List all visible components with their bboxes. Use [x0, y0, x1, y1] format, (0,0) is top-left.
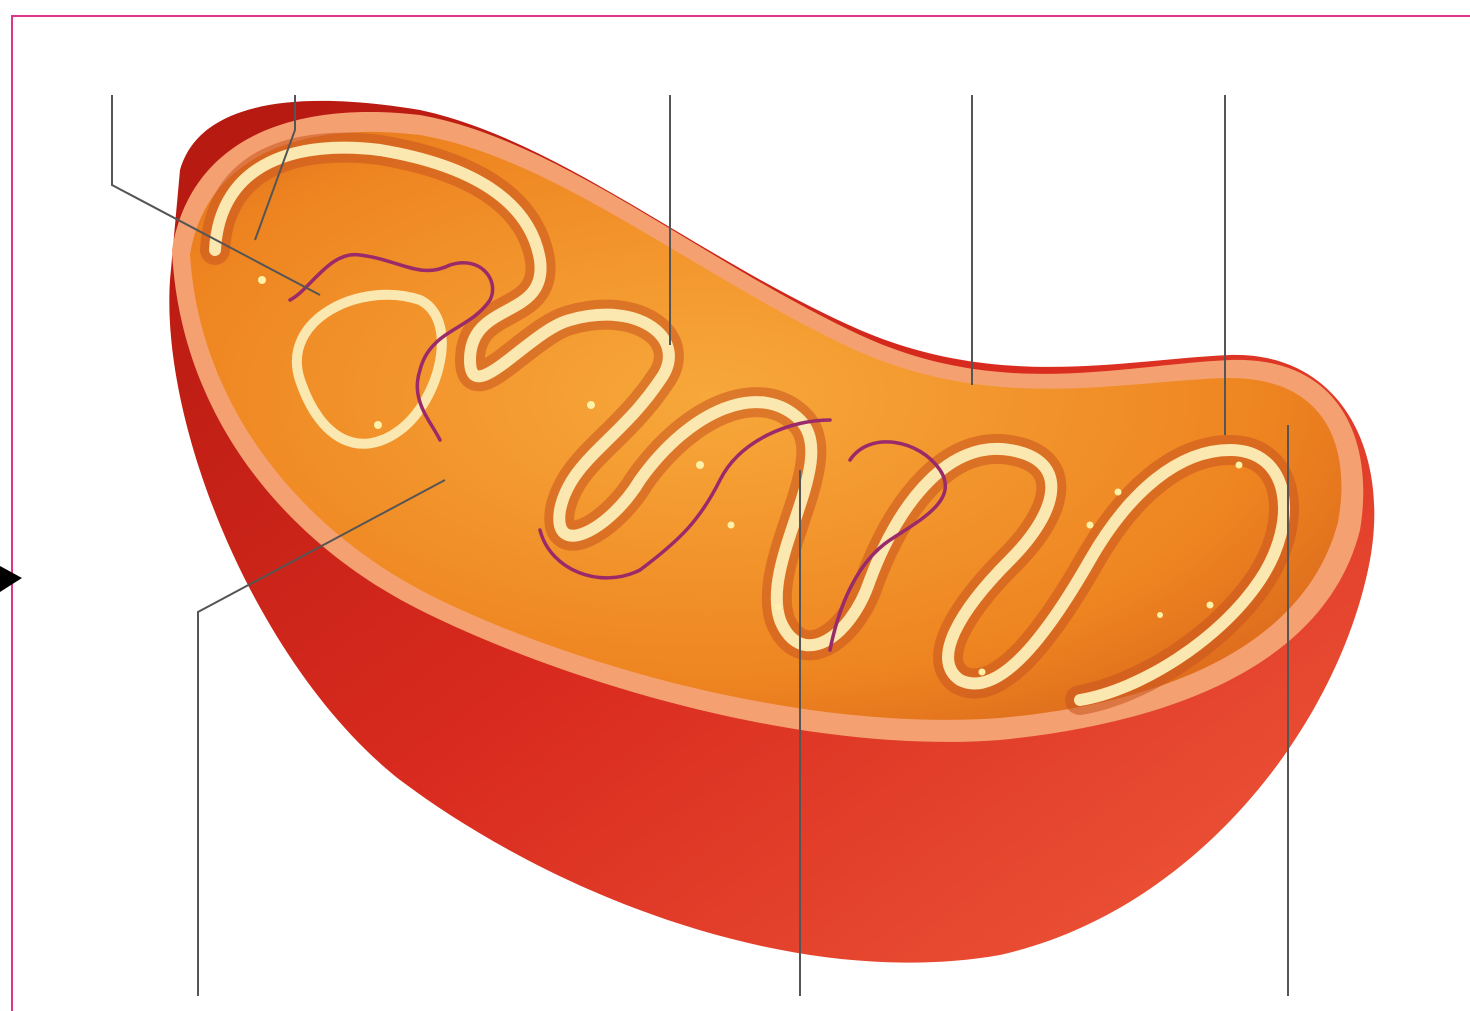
- granule: [979, 669, 986, 676]
- granule: [587, 401, 595, 409]
- granule: [728, 522, 735, 529]
- granule: [1157, 612, 1163, 618]
- granule: [1207, 602, 1214, 609]
- granule: [258, 276, 266, 284]
- granule: [775, 604, 782, 611]
- left-edge-arrow-icon: [0, 566, 22, 592]
- granule: [374, 421, 382, 429]
- granule: [696, 461, 704, 469]
- granule: [1115, 489, 1122, 496]
- granule: [1087, 522, 1094, 529]
- granule: [1236, 462, 1243, 469]
